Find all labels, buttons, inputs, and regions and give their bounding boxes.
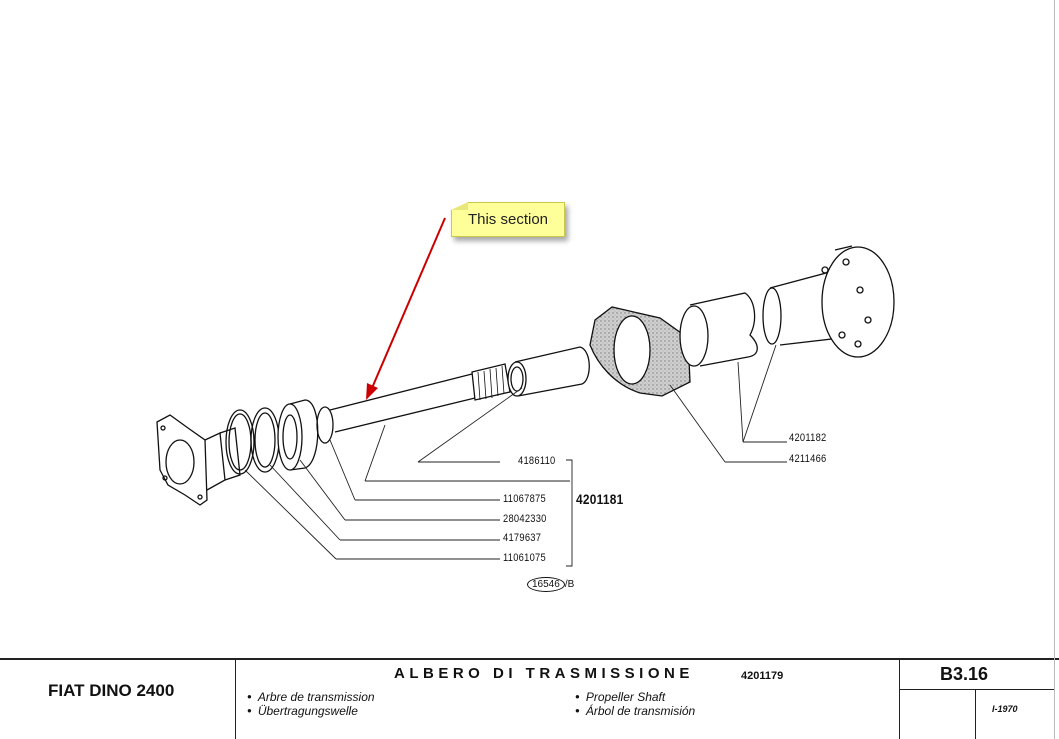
section-code: 4201179 bbox=[741, 670, 784, 682]
vehicle-model: FIAT DINO 2400 bbox=[48, 681, 175, 700]
title-german: Übertragungswelle bbox=[247, 704, 358, 718]
shaft bbox=[329, 363, 511, 433]
section-title: ALBERO DI TRASMISSIONE bbox=[394, 665, 694, 682]
footer-divider bbox=[235, 659, 236, 739]
rubber-coupling bbox=[589, 306, 691, 397]
flange-tube bbox=[762, 245, 895, 358]
sheet-number: B3.16 bbox=[940, 664, 989, 684]
footer-divider bbox=[900, 689, 1055, 690]
part-number: 11061075 bbox=[503, 552, 546, 564]
drawing-number-circled: 16546 bbox=[527, 577, 565, 592]
callout-arrow bbox=[366, 217, 446, 400]
washer bbox=[250, 407, 280, 473]
part-number: 4201182 bbox=[789, 432, 827, 444]
title-spanish: Árbol de transmisión bbox=[575, 704, 695, 718]
assembly-part-number: 4201181 bbox=[576, 491, 624, 507]
part-number: 4211466 bbox=[789, 453, 827, 465]
footer-top-rule bbox=[0, 658, 1059, 660]
bearing bbox=[277, 399, 319, 471]
flange-yoke bbox=[156, 414, 241, 506]
issue-date: I-1970 bbox=[992, 704, 1018, 714]
spacer-ring bbox=[316, 406, 334, 444]
snap-ring bbox=[225, 409, 255, 475]
part-number: 11067875 bbox=[503, 493, 546, 505]
part-number: 4186110 bbox=[518, 455, 556, 467]
splined-sleeve bbox=[507, 346, 590, 397]
part-number: 4179637 bbox=[503, 532, 542, 544]
page-right-edge bbox=[1054, 0, 1055, 739]
title-french: Arbre de transmission bbox=[247, 690, 375, 704]
callout-note: This section bbox=[451, 202, 565, 237]
drawing-number-suffix: /B bbox=[564, 579, 575, 590]
title-english: Propeller Shaft bbox=[575, 690, 665, 704]
footer-divider bbox=[899, 659, 900, 739]
part-number: 28042330 bbox=[503, 513, 547, 525]
drawing-number: 16546/B bbox=[527, 577, 575, 592]
footer-divider bbox=[975, 690, 976, 739]
leader-lines bbox=[244, 344, 787, 567]
tube bbox=[679, 292, 758, 367]
